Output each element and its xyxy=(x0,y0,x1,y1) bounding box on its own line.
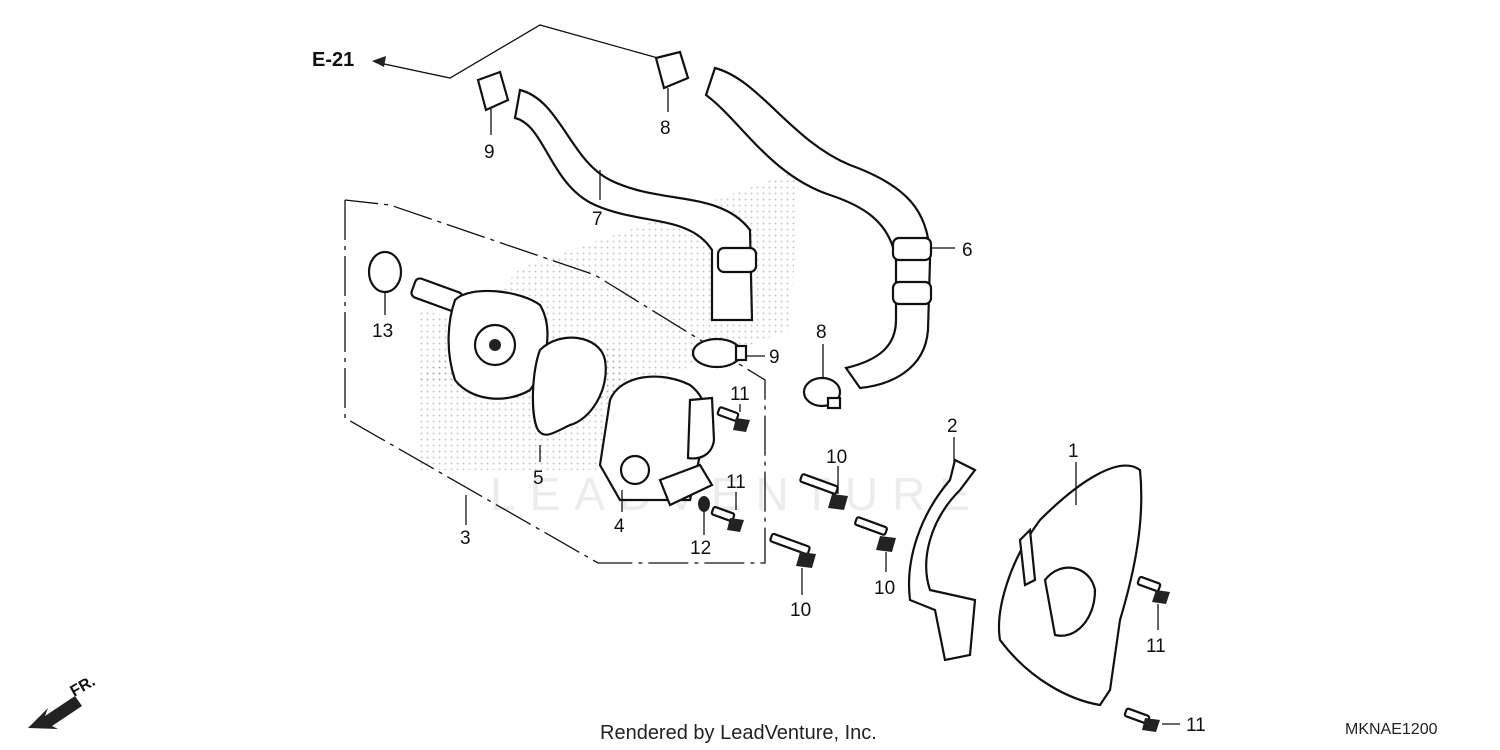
washer-12[interactable] xyxy=(698,496,710,512)
callout-13[interactable]: 13 xyxy=(372,321,393,342)
callout-7[interactable]: 7 xyxy=(592,209,603,230)
bolt-10-b[interactable] xyxy=(769,532,816,568)
bolt-11-b[interactable] xyxy=(710,505,744,532)
callouts: 1 2 3 4 5 6 7 8 8 9 9 10 10 10 11 11 11 … xyxy=(372,118,1206,736)
reference-e21[interactable]: E-21 xyxy=(312,24,666,79)
assembly-box xyxy=(344,199,766,564)
leader-lines xyxy=(384,88,1180,725)
bolt-11-a[interactable] xyxy=(716,406,750,432)
callout-12[interactable]: 12 xyxy=(690,538,711,559)
callout-11-d[interactable]: 11 xyxy=(1186,715,1206,736)
callout-2[interactable]: 2 xyxy=(947,416,958,437)
clamp-9-mid[interactable] xyxy=(691,337,748,369)
callout-5[interactable]: 5 xyxy=(533,468,544,489)
bolt-11-d[interactable] xyxy=(1123,707,1160,732)
bolt-10-a[interactable] xyxy=(799,473,848,510)
callout-1[interactable]: 1 xyxy=(1068,441,1079,462)
o-ring-13[interactable] xyxy=(367,250,403,294)
callout-3[interactable]: 3 xyxy=(460,528,471,549)
bolt-11-c[interactable] xyxy=(1136,575,1170,604)
callout-9-top[interactable]: 9 xyxy=(484,142,495,163)
pump-body-4[interactable] xyxy=(598,375,716,507)
callout-11-b[interactable]: 11 xyxy=(726,472,746,493)
front-label: FR. xyxy=(68,673,99,701)
bolt-10-c[interactable] xyxy=(854,516,896,552)
callout-8-top[interactable]: 8 xyxy=(660,118,671,139)
gasket-2[interactable] xyxy=(908,458,977,662)
front-direction-arrow: FR. xyxy=(28,673,98,729)
callout-10-c[interactable]: 10 xyxy=(874,578,895,599)
callout-11-c[interactable]: 11 xyxy=(1146,636,1166,657)
callout-10-a[interactable]: 10 xyxy=(826,447,847,468)
hose-7[interactable] xyxy=(513,88,758,322)
callout-10-b[interactable]: 10 xyxy=(790,600,811,621)
callout-9-mid[interactable]: 9 xyxy=(769,347,780,368)
callout-6[interactable]: 6 xyxy=(962,240,973,261)
clamp-8-mid[interactable] xyxy=(802,376,842,410)
diagram-code: MKNAE1200 xyxy=(1345,721,1438,738)
clamp-9-top[interactable] xyxy=(476,70,510,112)
callout-11-a[interactable]: 11 xyxy=(730,384,750,405)
callout-8-mid[interactable]: 8 xyxy=(816,322,827,343)
hose-6[interactable] xyxy=(704,66,933,390)
footer-credit: Rendered by LeadVenture, Inc. xyxy=(600,722,877,744)
callout-4[interactable]: 4 xyxy=(614,516,625,537)
clamp-8-top[interactable] xyxy=(654,50,690,90)
reference-e21-label[interactable]: E-21 xyxy=(312,49,354,71)
gasket-5[interactable] xyxy=(531,336,607,436)
cover-1[interactable] xyxy=(998,464,1143,707)
pump-shaft[interactable] xyxy=(410,277,549,400)
